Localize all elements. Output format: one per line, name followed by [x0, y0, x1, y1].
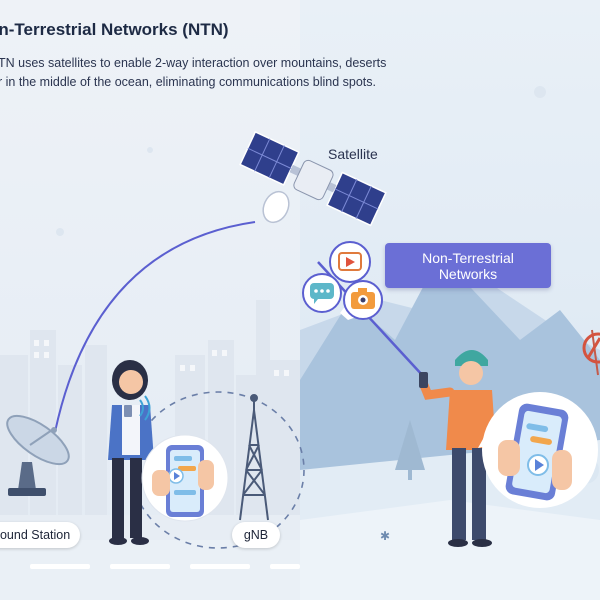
- satellite-icon: [239, 130, 387, 227]
- smartphone-icon: [478, 392, 598, 508]
- smartphone-icon: [141, 434, 229, 522]
- road-markings: [30, 564, 300, 569]
- description: TN uses satellites to enable 2-way inter…: [0, 54, 418, 92]
- gnb-label: gNB: [232, 522, 280, 548]
- description-line-1: TN uses satellites to enable 2-way inter…: [0, 56, 387, 70]
- description-line-2: r in the middle of the ocean, eliminatin…: [0, 75, 376, 89]
- satellite-label: Satellite: [328, 146, 378, 162]
- background-dots: [56, 86, 546, 236]
- page-title: on-Terrestrial Networks (NTN): [0, 20, 229, 39]
- play-video-icon: [329, 241, 371, 283]
- camera-icon: [343, 280, 383, 320]
- chat-bubble-icon: [302, 273, 342, 313]
- city-user: [108, 360, 154, 545]
- ground-station-label: round Station: [0, 522, 80, 548]
- snowflake-icon: ✱: [380, 529, 390, 543]
- building-windows: [34, 340, 289, 376]
- satellite-dish-icon: [6, 414, 70, 496]
- cell-tower-icon: [239, 394, 269, 521]
- ntn-label-box: Non-Terrestrial Networks: [385, 243, 551, 288]
- no-signal-icon: [582, 329, 600, 376]
- ntn-label: Non-Terrestrial Networks: [422, 249, 514, 282]
- mountain-user: [419, 350, 496, 547]
- satellite-link-arc: [54, 221, 256, 433]
